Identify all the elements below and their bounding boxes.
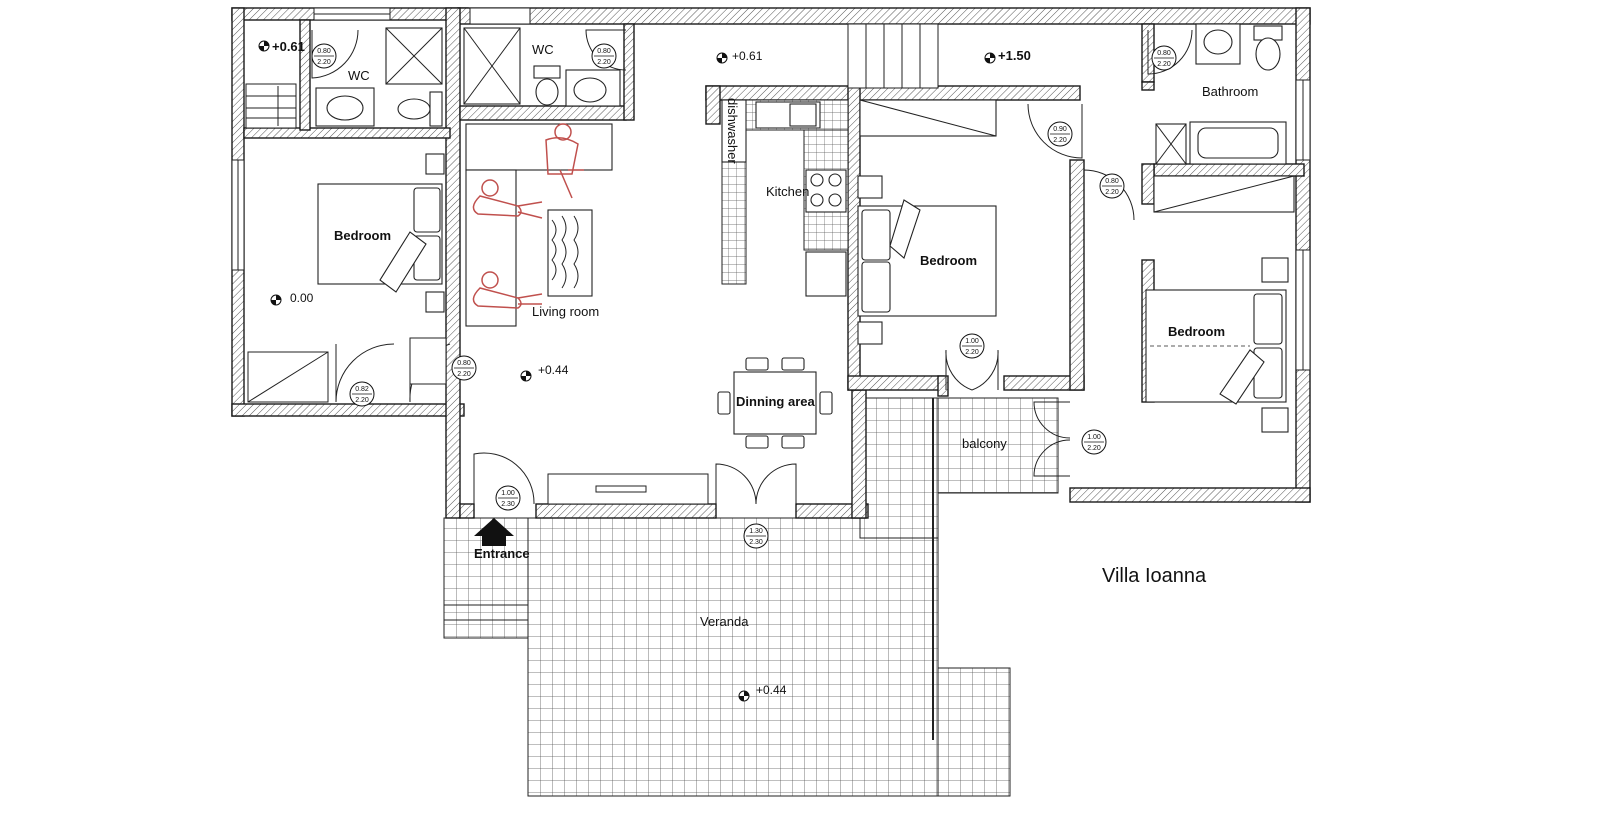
door-tag-height: 2.20 — [355, 397, 369, 404]
door-tag-height: 2.20 — [1157, 61, 1171, 68]
level-labels: +0.61 +0.61 +1.50 0.00 +0.44 +0.44 — [272, 39, 1031, 697]
plan-title: Villa Ioanna — [1102, 565, 1207, 587]
door-tag-height: 2.20 — [1105, 189, 1119, 196]
room-label-bedroom-middle: Bedroom — [920, 253, 977, 268]
balcony-area — [937, 397, 1059, 494]
room-label-veranda: Veranda — [700, 614, 749, 629]
room-label-bathroom: Bathroom — [1202, 84, 1258, 99]
room-labels: WC WC Bathroom Bedroom Bedroom Bedroom K… — [334, 42, 1258, 629]
level-label-living: +0.44 — [538, 363, 569, 377]
room-label-balcony: balcony — [962, 436, 1007, 451]
room-label-kitchen: Kitchen — [766, 184, 809, 199]
room-label-wc-left: WC — [348, 68, 370, 83]
stairs — [245, 23, 939, 403]
door-tag-height: 2.30 — [749, 539, 763, 546]
level-label-hall: +0.61 — [732, 49, 763, 63]
room-label-wc-right: WC — [532, 42, 554, 57]
room-label-bedroom-right: Bedroom — [1168, 324, 1225, 339]
door-tag-width: 0.80 — [1157, 50, 1171, 57]
door-tag-width: 0.80 — [597, 48, 611, 55]
room-label-living-room: Living room — [532, 304, 599, 319]
fixtures — [315, 23, 1295, 449]
room-label-dining-area: Dinning area — [736, 394, 816, 409]
level-label-bedroom-left: 0.00 — [290, 291, 314, 305]
veranda-area — [443, 397, 1011, 797]
entrance-arrow-icon — [474, 518, 514, 546]
door-tag-height: 2.20 — [457, 371, 471, 378]
door-tag-width: 0.82 — [355, 386, 369, 393]
door-tag-height: 2.30 — [501, 501, 515, 508]
walls — [231, 7, 1311, 519]
door-tag-width: 1.00 — [1087, 434, 1101, 441]
door-tag-height: 2.20 — [597, 59, 611, 66]
door-tag-width: 1.00 — [501, 490, 515, 497]
entrance-label: Entrance — [474, 546, 530, 561]
windows — [231, 7, 1311, 505]
door-swings — [311, 29, 1193, 505]
door-tag-width: 1.00 — [965, 338, 979, 345]
level-label-stairs: +1.50 — [998, 48, 1031, 63]
room-label-bedroom-left: Bedroom — [334, 228, 391, 243]
door-tag-height: 2.20 — [317, 59, 331, 66]
door-tag-height: 2.20 — [1053, 137, 1067, 144]
door-tag-width: 0.80 — [457, 360, 471, 367]
door-tag-height: 2.20 — [965, 349, 979, 356]
level-markers — [258, 40, 996, 702]
level-label-veranda: +0.44 — [756, 683, 787, 697]
level-label-wc-left: +0.61 — [272, 39, 305, 54]
door-tag-width: 1.30 — [749, 528, 763, 535]
door-tag-width: 0.90 — [1053, 126, 1067, 133]
appliance-label-dishwasher: dishwasher — [725, 98, 740, 164]
door-tag-height: 2.20 — [1087, 445, 1101, 452]
door-tag-width: 0.80 — [1105, 178, 1119, 185]
door-tag-width: 0.80 — [317, 48, 331, 55]
door-tags: 0.80 2.20 0.80 2.20 0.80 2.20 0.90 2.20 … — [311, 43, 1177, 549]
